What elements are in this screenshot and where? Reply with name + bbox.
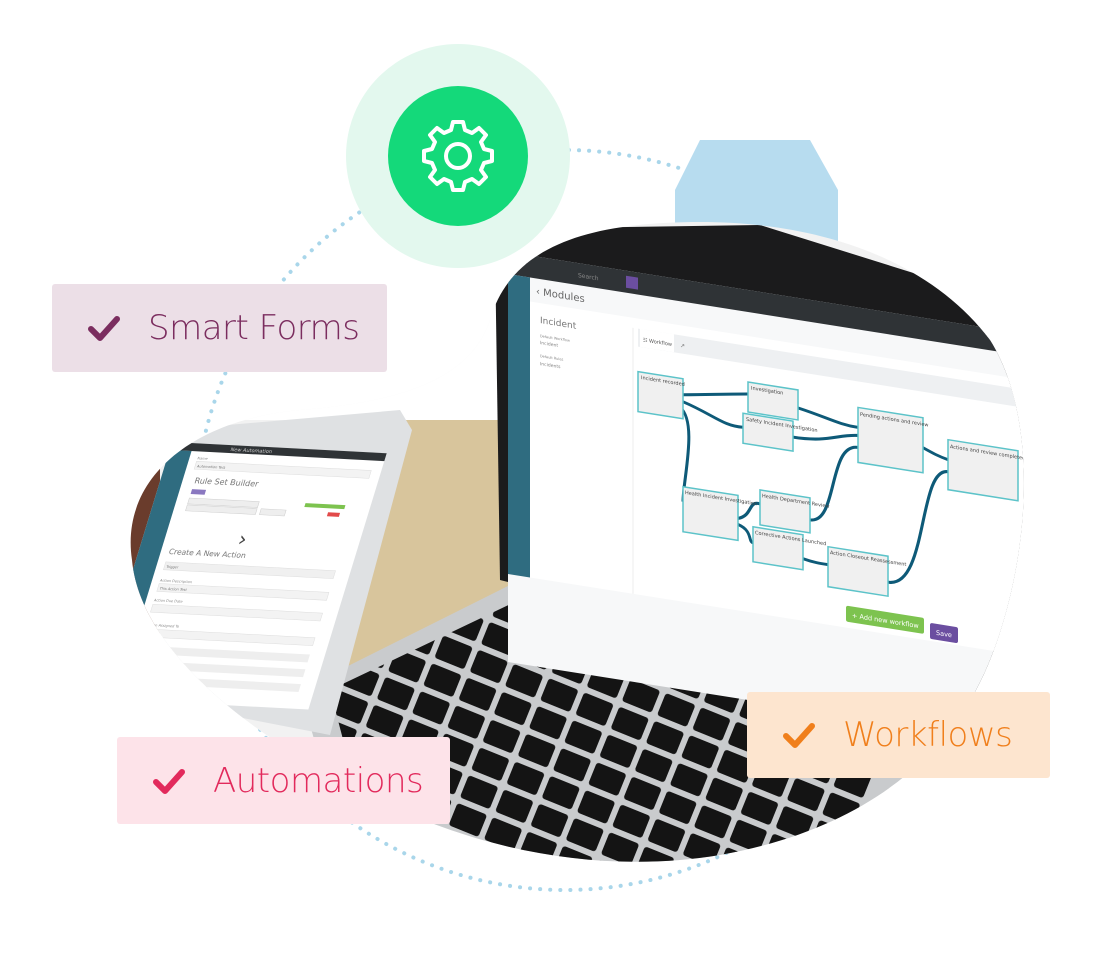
workflow-node[interactable]: Pending actions and review (857, 406, 928, 474)
rule-set-builder-heading: Rule Set Builder (193, 475, 260, 488)
workflow-node[interactable]: Incident recorded (637, 370, 685, 420)
field-value: Incidents (540, 361, 561, 370)
check-icon (88, 316, 120, 341)
workflow-node[interactable]: Actions and review completed (947, 438, 1025, 502)
automations-label: Automations (213, 760, 424, 801)
workflows-badge: Workflows (747, 692, 1050, 778)
name-label: Name (197, 456, 208, 460)
action-description-label: Action Description (159, 579, 192, 585)
action-description-value: This Action Test (158, 587, 188, 592)
field-label: Default Rules (540, 354, 563, 362)
laptop-screen: Search ‹ Modules Incident Default Workfl… (508, 252, 1025, 745)
workflow-node[interactable]: Investigation (747, 381, 799, 421)
save-label: Save (936, 629, 952, 639)
tab-workflow-label: ☷ Workflow (643, 337, 672, 348)
tablet-screen: New Automation Name Automation Test Rule… (130, 441, 387, 710)
tablet-title: New Automation (230, 447, 273, 455)
smart-forms-label: Smart Forms (148, 308, 360, 348)
automations-badge: Automations (117, 737, 450, 824)
save-button[interactable] (930, 623, 958, 643)
search-label: Search (578, 272, 599, 282)
check-icon (783, 723, 815, 748)
name-value: Automation Test (196, 464, 226, 469)
workflow-connectors (678, 392, 949, 584)
field-value: Incident (540, 340, 558, 349)
field-label: Default Workflow (540, 334, 570, 343)
workflows-label: Workflows (843, 715, 1013, 755)
action-due-input[interactable] (150, 603, 323, 622)
trigger-select[interactable] (163, 561, 336, 579)
tab-workflow[interactable] (640, 328, 674, 353)
action-description-input[interactable] (156, 583, 330, 601)
action-due-label: Action Due Date (153, 598, 183, 603)
gear-button[interactable] (388, 86, 528, 226)
assigned-label: Action Assigned To (146, 623, 180, 629)
trigger-value: Trigger (165, 565, 180, 570)
gear-icon (422, 120, 494, 192)
check-icon (153, 768, 185, 794)
smart-forms-badge: Smart Forms (52, 284, 387, 372)
add-new-workflow-button[interactable] (846, 605, 924, 634)
external-link-icon[interactable]: ↗ (680, 342, 685, 350)
create-action-heading: Create A New Action (168, 547, 248, 560)
search-button[interactable] (626, 275, 638, 290)
name-input[interactable] (193, 461, 372, 479)
svg-text:Investigation: Investigation (751, 386, 783, 397)
side-nav (508, 274, 530, 578)
